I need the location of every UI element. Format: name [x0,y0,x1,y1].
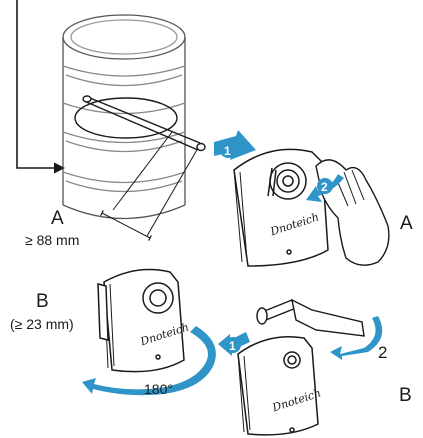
step-one-bottom-label: 1 [229,339,236,353]
step-two-top-label: 2 [321,180,328,194]
actuator-bottom [237,335,319,436]
left-side-label: B [36,291,49,312]
duct-pipe [62,14,186,220]
actuator-left [97,268,185,373]
pipe-dimension-label: ≥ 88 mm [25,232,80,248]
left-dimension-label: (≥ 23 mm) [10,316,74,332]
damper-shaft [82,95,206,152]
leader-line [16,0,66,174]
actuator-top [233,148,329,267]
rotation-arrow [82,326,216,396]
step-two-arrow-bottom [330,316,383,360]
step-one-arrow-bottom [218,332,250,356]
actuator-top-side-label: A [400,213,413,234]
step-one-arrow-top [214,130,256,160]
step-two-arrow-top [306,174,344,202]
pipe-side-label: A [51,208,64,229]
step-one-top-label: 1 [224,144,231,158]
dimension-lines [100,131,199,241]
step-two-bottom-label: 2 [378,343,387,362]
rotation-label: 180° [144,381,173,397]
bottom-right-side-label: B [399,385,412,406]
wrench-illustration [256,298,365,337]
